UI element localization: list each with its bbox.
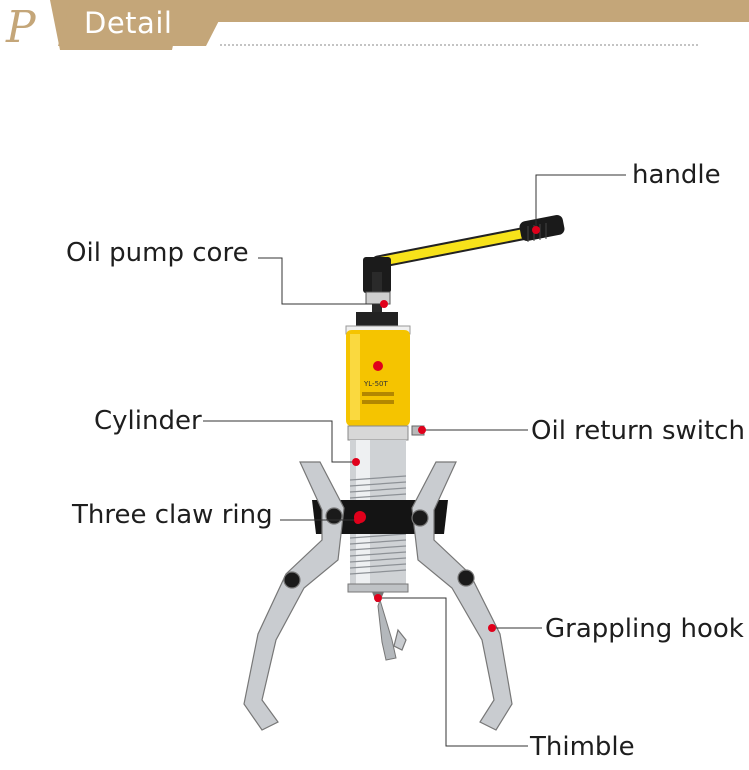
label-three-claw-ring: Three claw ring bbox=[72, 500, 273, 530]
label-oil-return-switch: Oil return switch bbox=[531, 416, 745, 446]
cylinder-dot bbox=[352, 458, 360, 466]
three-claw-ring-dot bbox=[354, 516, 362, 524]
cylinder-body: YL-50T bbox=[346, 326, 424, 440]
label-handle: handle bbox=[632, 160, 721, 190]
handle-dot bbox=[532, 226, 540, 234]
label-oil-pump-core: Oil pump core bbox=[66, 238, 249, 268]
thimble-dot bbox=[374, 594, 382, 602]
thimble-part bbox=[372, 592, 396, 660]
grappling-hook-dot bbox=[488, 624, 496, 632]
oil-pump-core-part bbox=[356, 257, 398, 328]
oil-return-switch-dot bbox=[418, 426, 426, 434]
right-claw bbox=[412, 462, 512, 730]
cylinder-model-label: YL-50T bbox=[363, 380, 388, 388]
handle-part bbox=[378, 214, 566, 262]
label-grappling-hook: Grappling hook bbox=[545, 614, 744, 644]
oil-pump-core-dot bbox=[380, 300, 388, 308]
label-cylinder: Cylinder bbox=[94, 406, 202, 436]
label-thimble: Thimble bbox=[530, 732, 635, 762]
back-claw bbox=[394, 630, 406, 650]
cylinder-leader bbox=[203, 421, 356, 462]
